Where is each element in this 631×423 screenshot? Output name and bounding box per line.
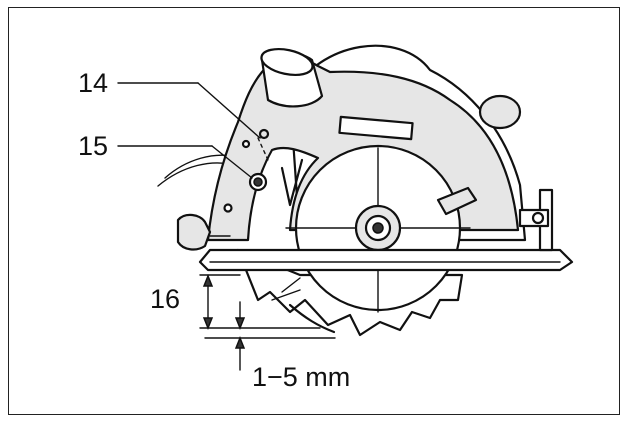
callout-15-leader	[211, 145, 253, 179]
handle-end	[260, 47, 314, 77]
callout-14-label: 14	[78, 68, 108, 98]
rear-knob	[478, 94, 522, 130]
callout-16-label: 16	[150, 284, 180, 314]
rip-fence-bracket	[518, 188, 554, 252]
saw-blade	[236, 144, 464, 337]
label-plate	[338, 115, 414, 141]
callout-14-leader	[197, 82, 261, 139]
angle-mark	[271, 277, 301, 301]
blade-tip	[288, 303, 336, 334]
protrusion-label: 1−5 mm	[252, 362, 350, 392]
lower-guard-lever	[436, 186, 478, 216]
cutting-depth-dimension	[199, 273, 321, 331]
front-bevel-knob	[176, 213, 231, 251]
blade-guard-lever	[257, 128, 270, 161]
protrusion-dimension	[204, 301, 336, 371]
callout-15-label: 15	[78, 131, 108, 161]
blade-arbor	[354, 204, 402, 252]
depth-lock-screw	[248, 172, 268, 192]
brand-mark	[280, 158, 304, 207]
base-plate	[198, 248, 574, 272]
housing-screw	[223, 203, 233, 213]
housing-screw	[241, 139, 251, 149]
